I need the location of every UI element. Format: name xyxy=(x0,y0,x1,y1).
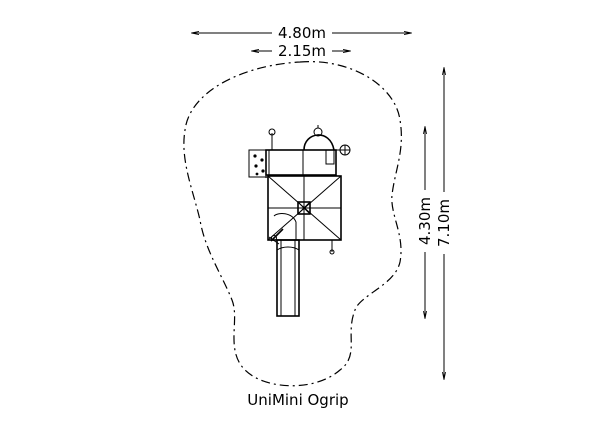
overall-width-label: 4.80m xyxy=(278,24,326,42)
safety-zone-outline xyxy=(183,61,402,387)
play-structure xyxy=(248,125,351,317)
platform-width-dimension: 2.15m xyxy=(252,42,350,60)
platform-length-dimension: 4.30m xyxy=(416,127,434,318)
platform-width-label: 2.15m xyxy=(278,42,326,60)
platform-length-label: 4.30m xyxy=(416,197,434,245)
product-caption: UniMini Ogrip xyxy=(247,391,348,409)
overall-length-label: 7.10m xyxy=(435,199,453,247)
overall-width-dimension: 4.80m xyxy=(192,24,411,42)
overall-length-dimension: 7.10m xyxy=(435,68,453,379)
